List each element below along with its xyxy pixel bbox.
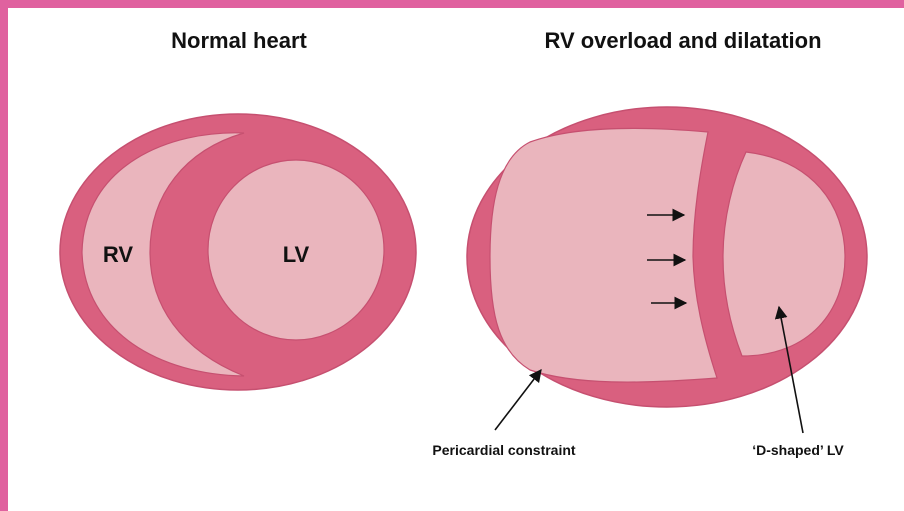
normal-heart: RV LV: [60, 114, 416, 390]
d-shaped-lv-label: ‘D-shaped’ LV: [752, 442, 844, 458]
dilated-rv-cavity: [490, 128, 717, 382]
lv-label: LV: [283, 242, 310, 267]
pericardial-constraint-label: Pericardial constraint: [432, 442, 576, 458]
rv-label: RV: [103, 242, 133, 267]
overloaded-heart: Pericardial constraint ‘D-shaped’ LV: [432, 107, 867, 458]
pericardial-constraint-arrow: [495, 370, 541, 430]
